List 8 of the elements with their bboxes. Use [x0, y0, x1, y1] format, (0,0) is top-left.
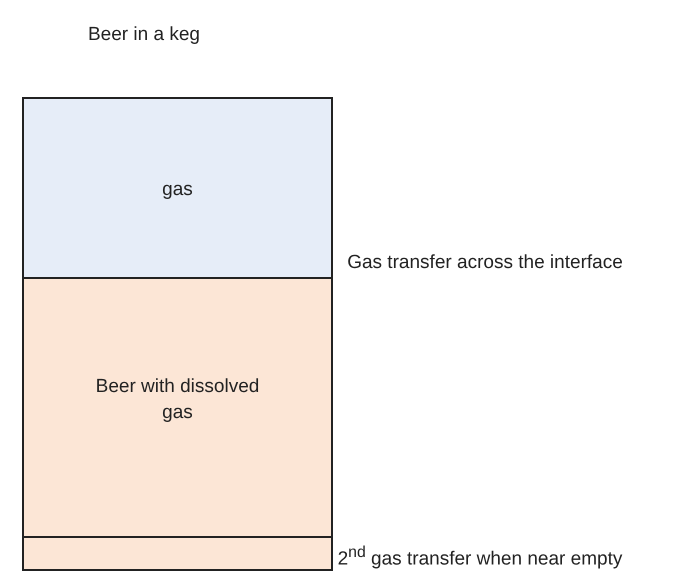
- annotation-text: 2$^{nd}$ gas transfer when near empty: [336, 543, 624, 572]
- beer-layer: [22, 277, 333, 538]
- layer-label: Beer with dissolved gas: [94, 375, 260, 425]
- gas-layer: [22, 97, 333, 279]
- layer-label: gas: [161, 178, 194, 202]
- annotation-text: Gas transfer across the interface: [346, 251, 624, 275]
- diagram-title: Beer in a keg: [88, 23, 200, 47]
- bottom-layer: [22, 536, 333, 571]
